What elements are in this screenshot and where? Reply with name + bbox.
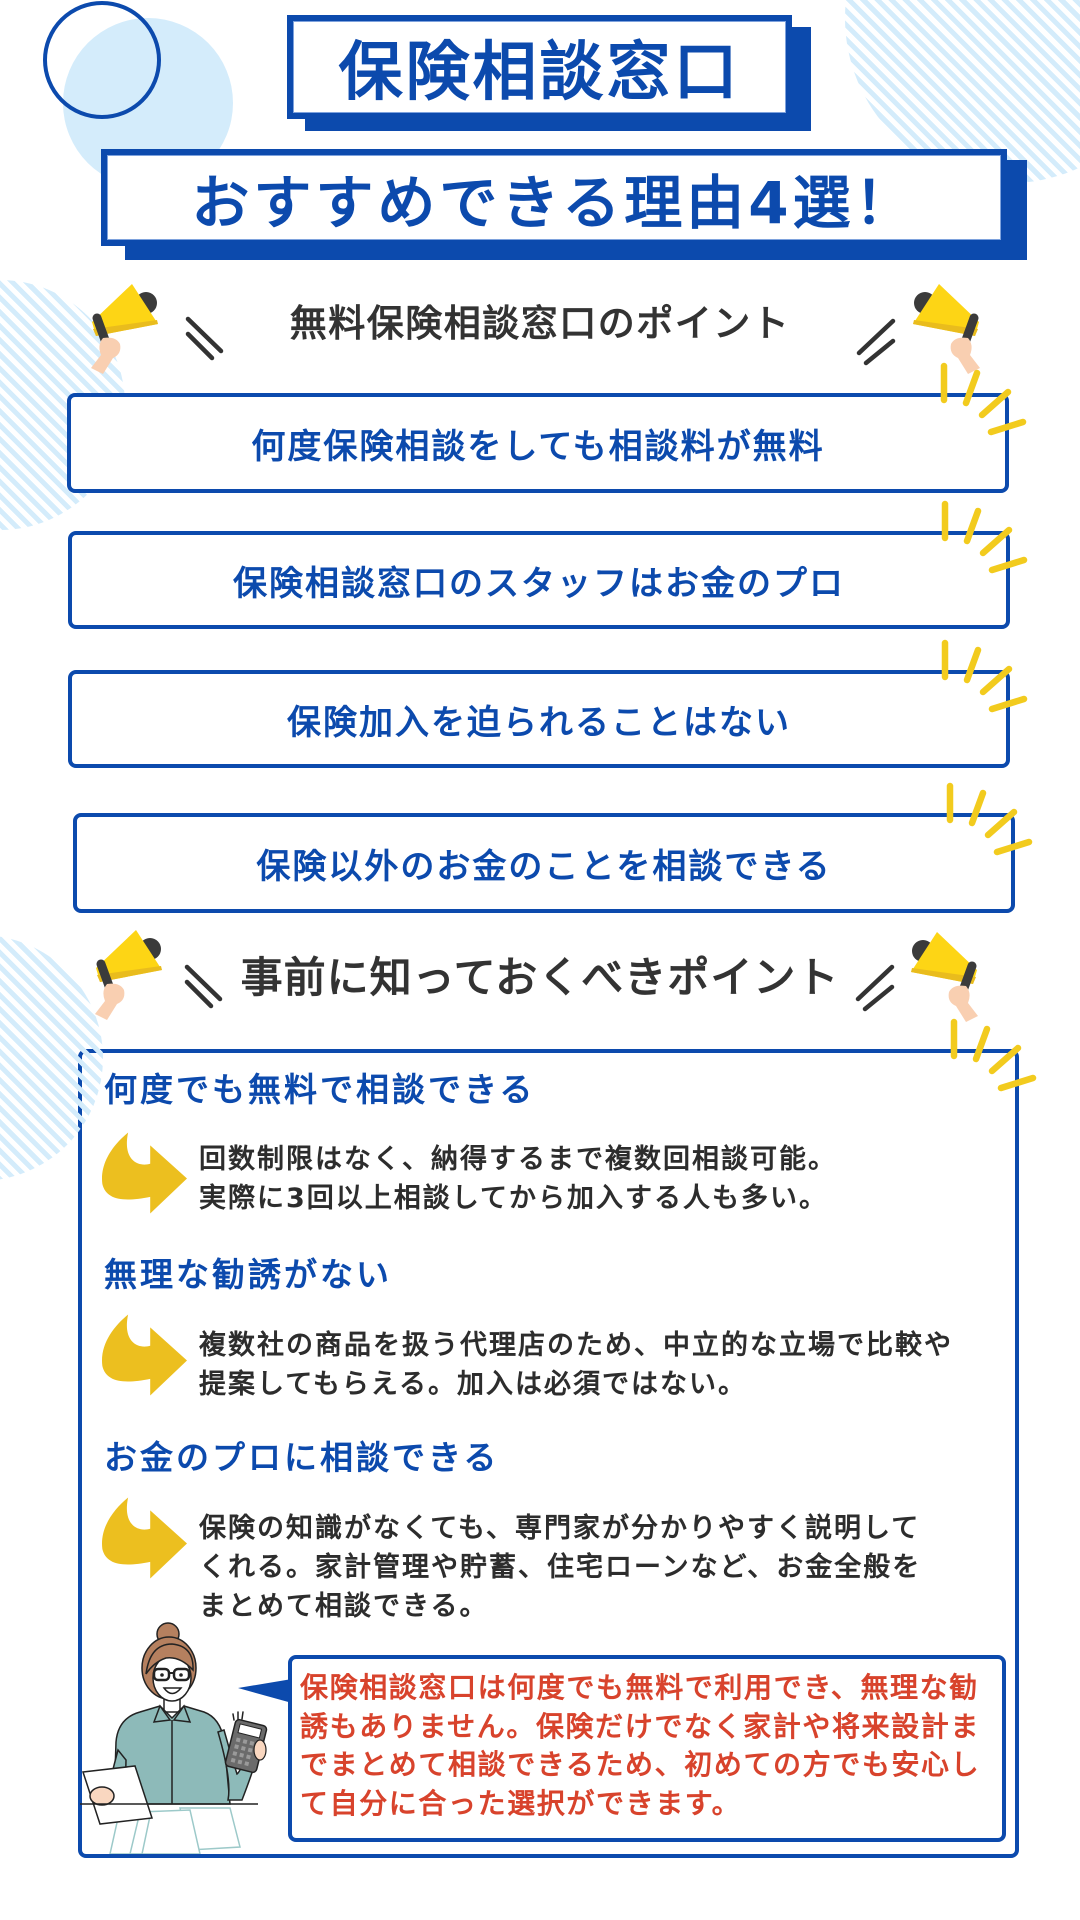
emphasis-burst-icon bbox=[935, 496, 1035, 581]
speech-bubble-tail-icon bbox=[238, 1679, 292, 1703]
advisor-illustration-icon bbox=[80, 1622, 268, 1854]
summary-text: 保険相談窓口は何度でも無料で利用でき、無理な勧 誘もありません。保険だけでなく家… bbox=[300, 1669, 980, 1823]
summary-line: 誘もありません。保険だけでなく家計や将来設計ま bbox=[300, 1709, 980, 1743]
summary-line: 保険相談窓口は何度でも無料で利用でき、無理な勧 bbox=[300, 1671, 979, 1704]
point-description-line: 提案してもらえる。加入は必須ではない。 bbox=[199, 1369, 748, 1400]
summary-line: て自分に合った選択ができます。 bbox=[300, 1786, 742, 1820]
section-heading-points: 無料保険相談窓口のポイント bbox=[289, 302, 791, 345]
reason-text: 保険加入を迫られることはない bbox=[287, 702, 791, 743]
page-subtitle: おすすめできる理由4選！ bbox=[101, 149, 1007, 246]
summary-speech-bubble bbox=[288, 1655, 1006, 1842]
reason-text: 保険以外のお金のことを相談できる bbox=[256, 846, 832, 887]
curved-arrow-right-icon bbox=[95, 1312, 187, 1398]
page-title: 保険相談窓口 bbox=[287, 15, 792, 119]
point-description: 回数制限はなく、納得するまで複数回相談可能。 実際に3回以上相談してから加入する… bbox=[199, 1140, 837, 1218]
megaphone-icon bbox=[90, 928, 170, 1023]
reason-text: 保険相談窓口のスタッフはお金のプロ bbox=[233, 563, 845, 604]
reason-text: 何度保険相談をしても相談料が無料 bbox=[251, 426, 825, 467]
point-description-line: くれる。家計管理や貯蓄、住宅ローンなど、お金全般を bbox=[199, 1552, 922, 1583]
summary-line: でまとめて相談できるため、初めての方でも安心し bbox=[300, 1748, 981, 1781]
point-description-line: 複数社の商品を扱う代理店のため、中立的な立場で比較や bbox=[199, 1330, 953, 1361]
emphasis-burst-icon bbox=[944, 1014, 1044, 1099]
point-description: 保険の知識がなくても、専門家が分かりやすく説明して くれる。家計管理や貯蓄、住宅… bbox=[199, 1509, 921, 1626]
megaphone-icon bbox=[86, 282, 166, 377]
speech-lines-icon bbox=[184, 316, 226, 364]
speech-lines-icon bbox=[855, 316, 897, 366]
section-heading-advance: 事前に知っておくべきポイント bbox=[240, 953, 840, 1002]
point-title: お金のプロに相談できる bbox=[104, 1438, 500, 1477]
curved-arrow-right-icon bbox=[95, 1495, 187, 1581]
point-description: 複数社の商品を扱う代理店のため、中立的な立場で比較や 提案してもらえる。加入は必… bbox=[199, 1326, 953, 1404]
point-title: 何度でも無料で相談できる bbox=[104, 1070, 536, 1109]
emphasis-burst-icon bbox=[934, 358, 1034, 443]
point-title: 無理な勧誘がない bbox=[104, 1255, 392, 1294]
emphasis-burst-icon bbox=[940, 778, 1040, 863]
speech-lines-icon bbox=[183, 964, 225, 1012]
reason-card: 何度保険相談をしても相談料が無料 bbox=[67, 393, 1009, 493]
megaphone-icon bbox=[903, 930, 983, 1025]
emphasis-burst-icon bbox=[935, 635, 1035, 720]
point-description-line: 保険の知識がなくても、専門家が分かりやすく説明して bbox=[199, 1513, 921, 1544]
speech-lines-icon bbox=[854, 962, 896, 1012]
reason-card: 保険加入を迫られることはない bbox=[68, 670, 1010, 768]
reason-card: 保険相談窓口のスタッフはお金のプロ bbox=[68, 531, 1010, 629]
reason-card: 保険以外のお金のことを相談できる bbox=[73, 813, 1015, 913]
point-description-line: 実際に3回以上相談してから加入する人も多い。 bbox=[199, 1183, 828, 1214]
point-description-line: 回数制限はなく、納得するまで複数回相談可能。 bbox=[199, 1144, 837, 1175]
point-description-line: まとめて相談できる。 bbox=[199, 1591, 489, 1622]
curved-arrow-right-icon bbox=[95, 1130, 187, 1216]
decor-outline-circle bbox=[43, 1, 161, 119]
